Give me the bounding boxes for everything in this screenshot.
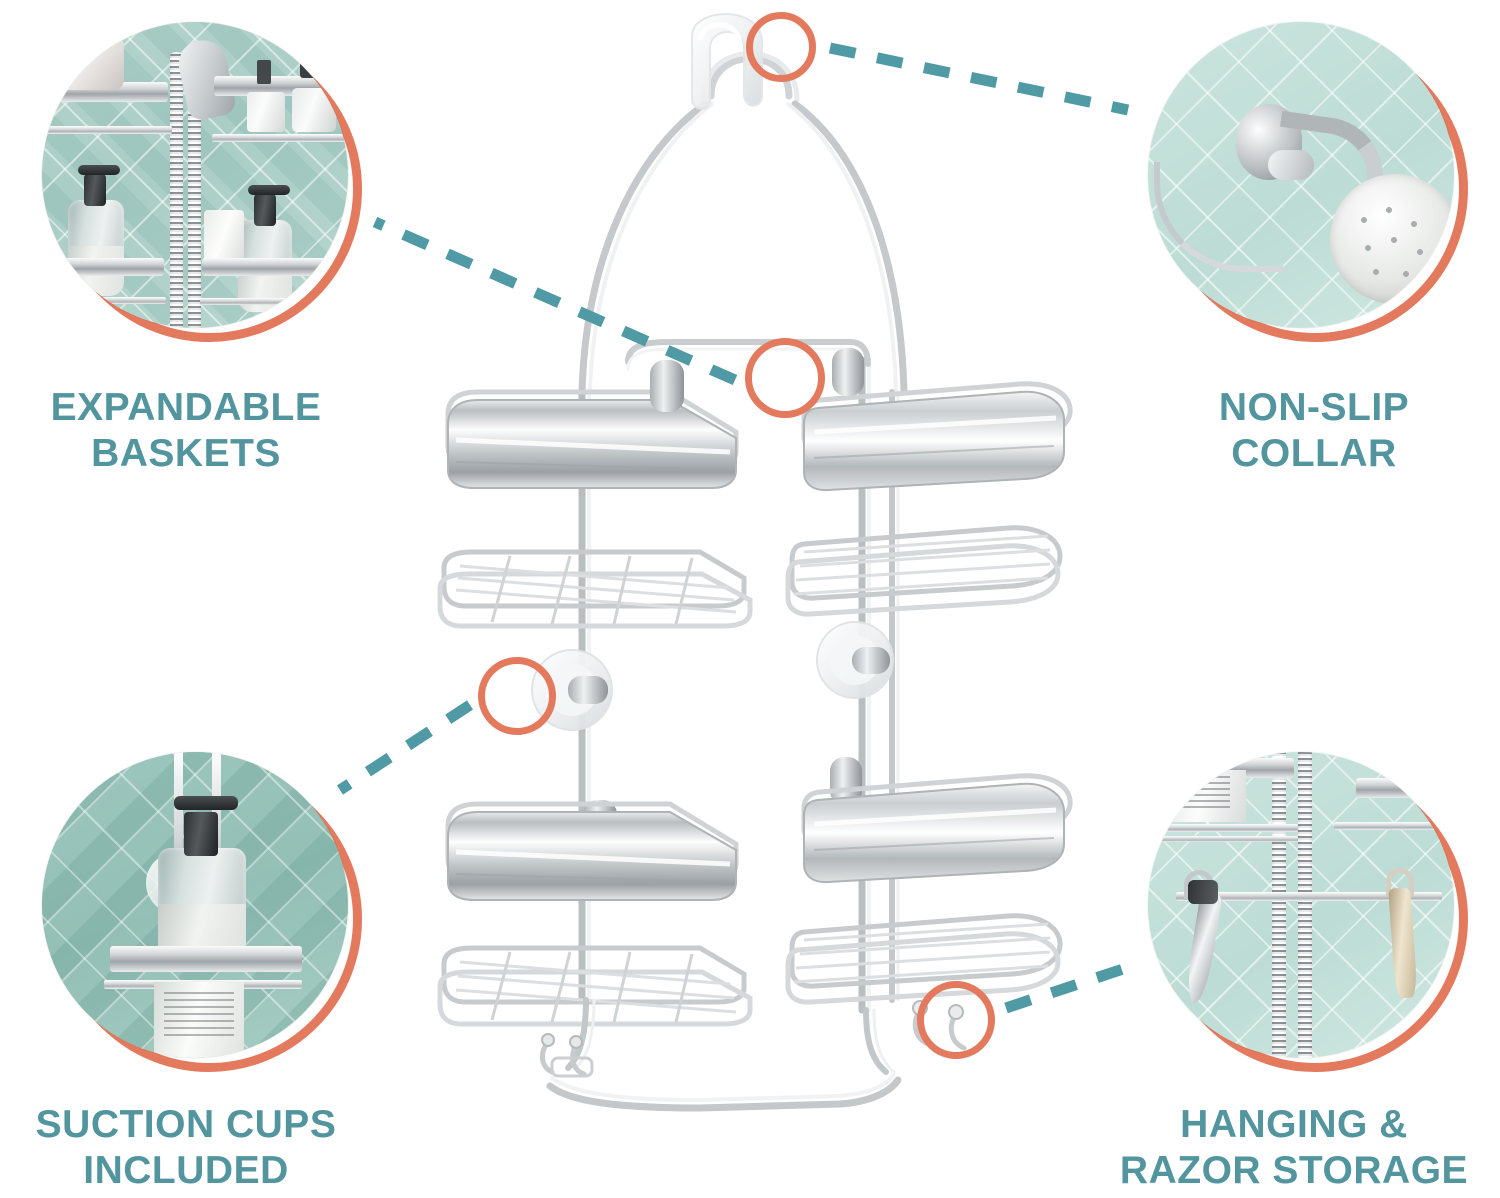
pump-neck-left	[84, 174, 106, 206]
lower-right-shelf-band	[202, 258, 348, 276]
razor-head	[1188, 880, 1218, 904]
loofah	[50, 36, 124, 90]
inset-photo-suction-cups	[42, 752, 362, 1072]
upper-shelf-rail	[1158, 824, 1298, 832]
product-tub	[292, 88, 336, 132]
feature-label-non-slip-collar: NON-SLIP COLLAR	[1218, 386, 1410, 476]
product-cap	[257, 60, 271, 84]
shower-hose-second	[188, 82, 201, 328]
inset-photo-razor-storage	[1148, 752, 1468, 1072]
inset-image-suction-cups	[42, 752, 348, 1058]
inset-image-razor-storage	[1148, 752, 1454, 1058]
pump-arm-right	[248, 185, 290, 195]
razor-bar	[1176, 892, 1442, 901]
shower-hose	[170, 52, 183, 328]
inset-photo-non-slip-collar	[1148, 22, 1468, 342]
pump-neck-right	[254, 194, 276, 226]
pump-arm-left	[78, 165, 120, 175]
product-jar	[247, 92, 285, 132]
callout-ring-razor-hooks	[917, 981, 995, 1059]
feature-label-suction-cups: SUCTION CUPS INCLUDED	[35, 1103, 337, 1193]
shower-hose-left	[1272, 752, 1286, 1058]
inset-image-expandable-baskets	[42, 22, 348, 328]
inset-image-non-slip-collar	[1148, 22, 1454, 328]
callout-ring-non-slip-collar	[746, 12, 816, 82]
feature-label-expandable-baskets: EXPANDABLE BASKETS	[50, 386, 322, 476]
pump-neck	[184, 812, 218, 856]
showerhead-nozzles	[1344, 190, 1444, 290]
upper-right-shelf-rail	[212, 134, 348, 142]
pump-arm	[174, 796, 238, 810]
lower-left-shelf-rail	[42, 297, 166, 304]
lower-right-shelf-rail	[200, 298, 348, 305]
right-shelf-rail	[1334, 822, 1454, 830]
upper-shelf-rail-2	[1156, 836, 1298, 842]
inset-photo-expandable-baskets	[42, 22, 362, 342]
brush-hook	[1386, 868, 1414, 896]
product-illustration	[400, 0, 1100, 1198]
lower-left-shelf-band	[42, 258, 164, 276]
product-cap-dark	[300, 56, 322, 78]
callout-ring-expandable-baskets	[745, 338, 825, 418]
feature-label-razor-storage: HANGING & RAZOR STORAGE	[1119, 1103, 1469, 1193]
shower-hose-right	[1298, 752, 1312, 1058]
soap-bottle-left	[68, 200, 124, 296]
shelf-band	[110, 946, 302, 972]
bottle-fineprint	[1178, 776, 1230, 808]
callout-ring-suction-cups	[478, 657, 556, 735]
upper-left-shelf-rail	[42, 126, 172, 134]
non-slip-collar-detail	[1268, 150, 1314, 180]
lower-bottle-fineprint	[164, 992, 234, 1036]
right-shelf-band	[1356, 778, 1454, 798]
